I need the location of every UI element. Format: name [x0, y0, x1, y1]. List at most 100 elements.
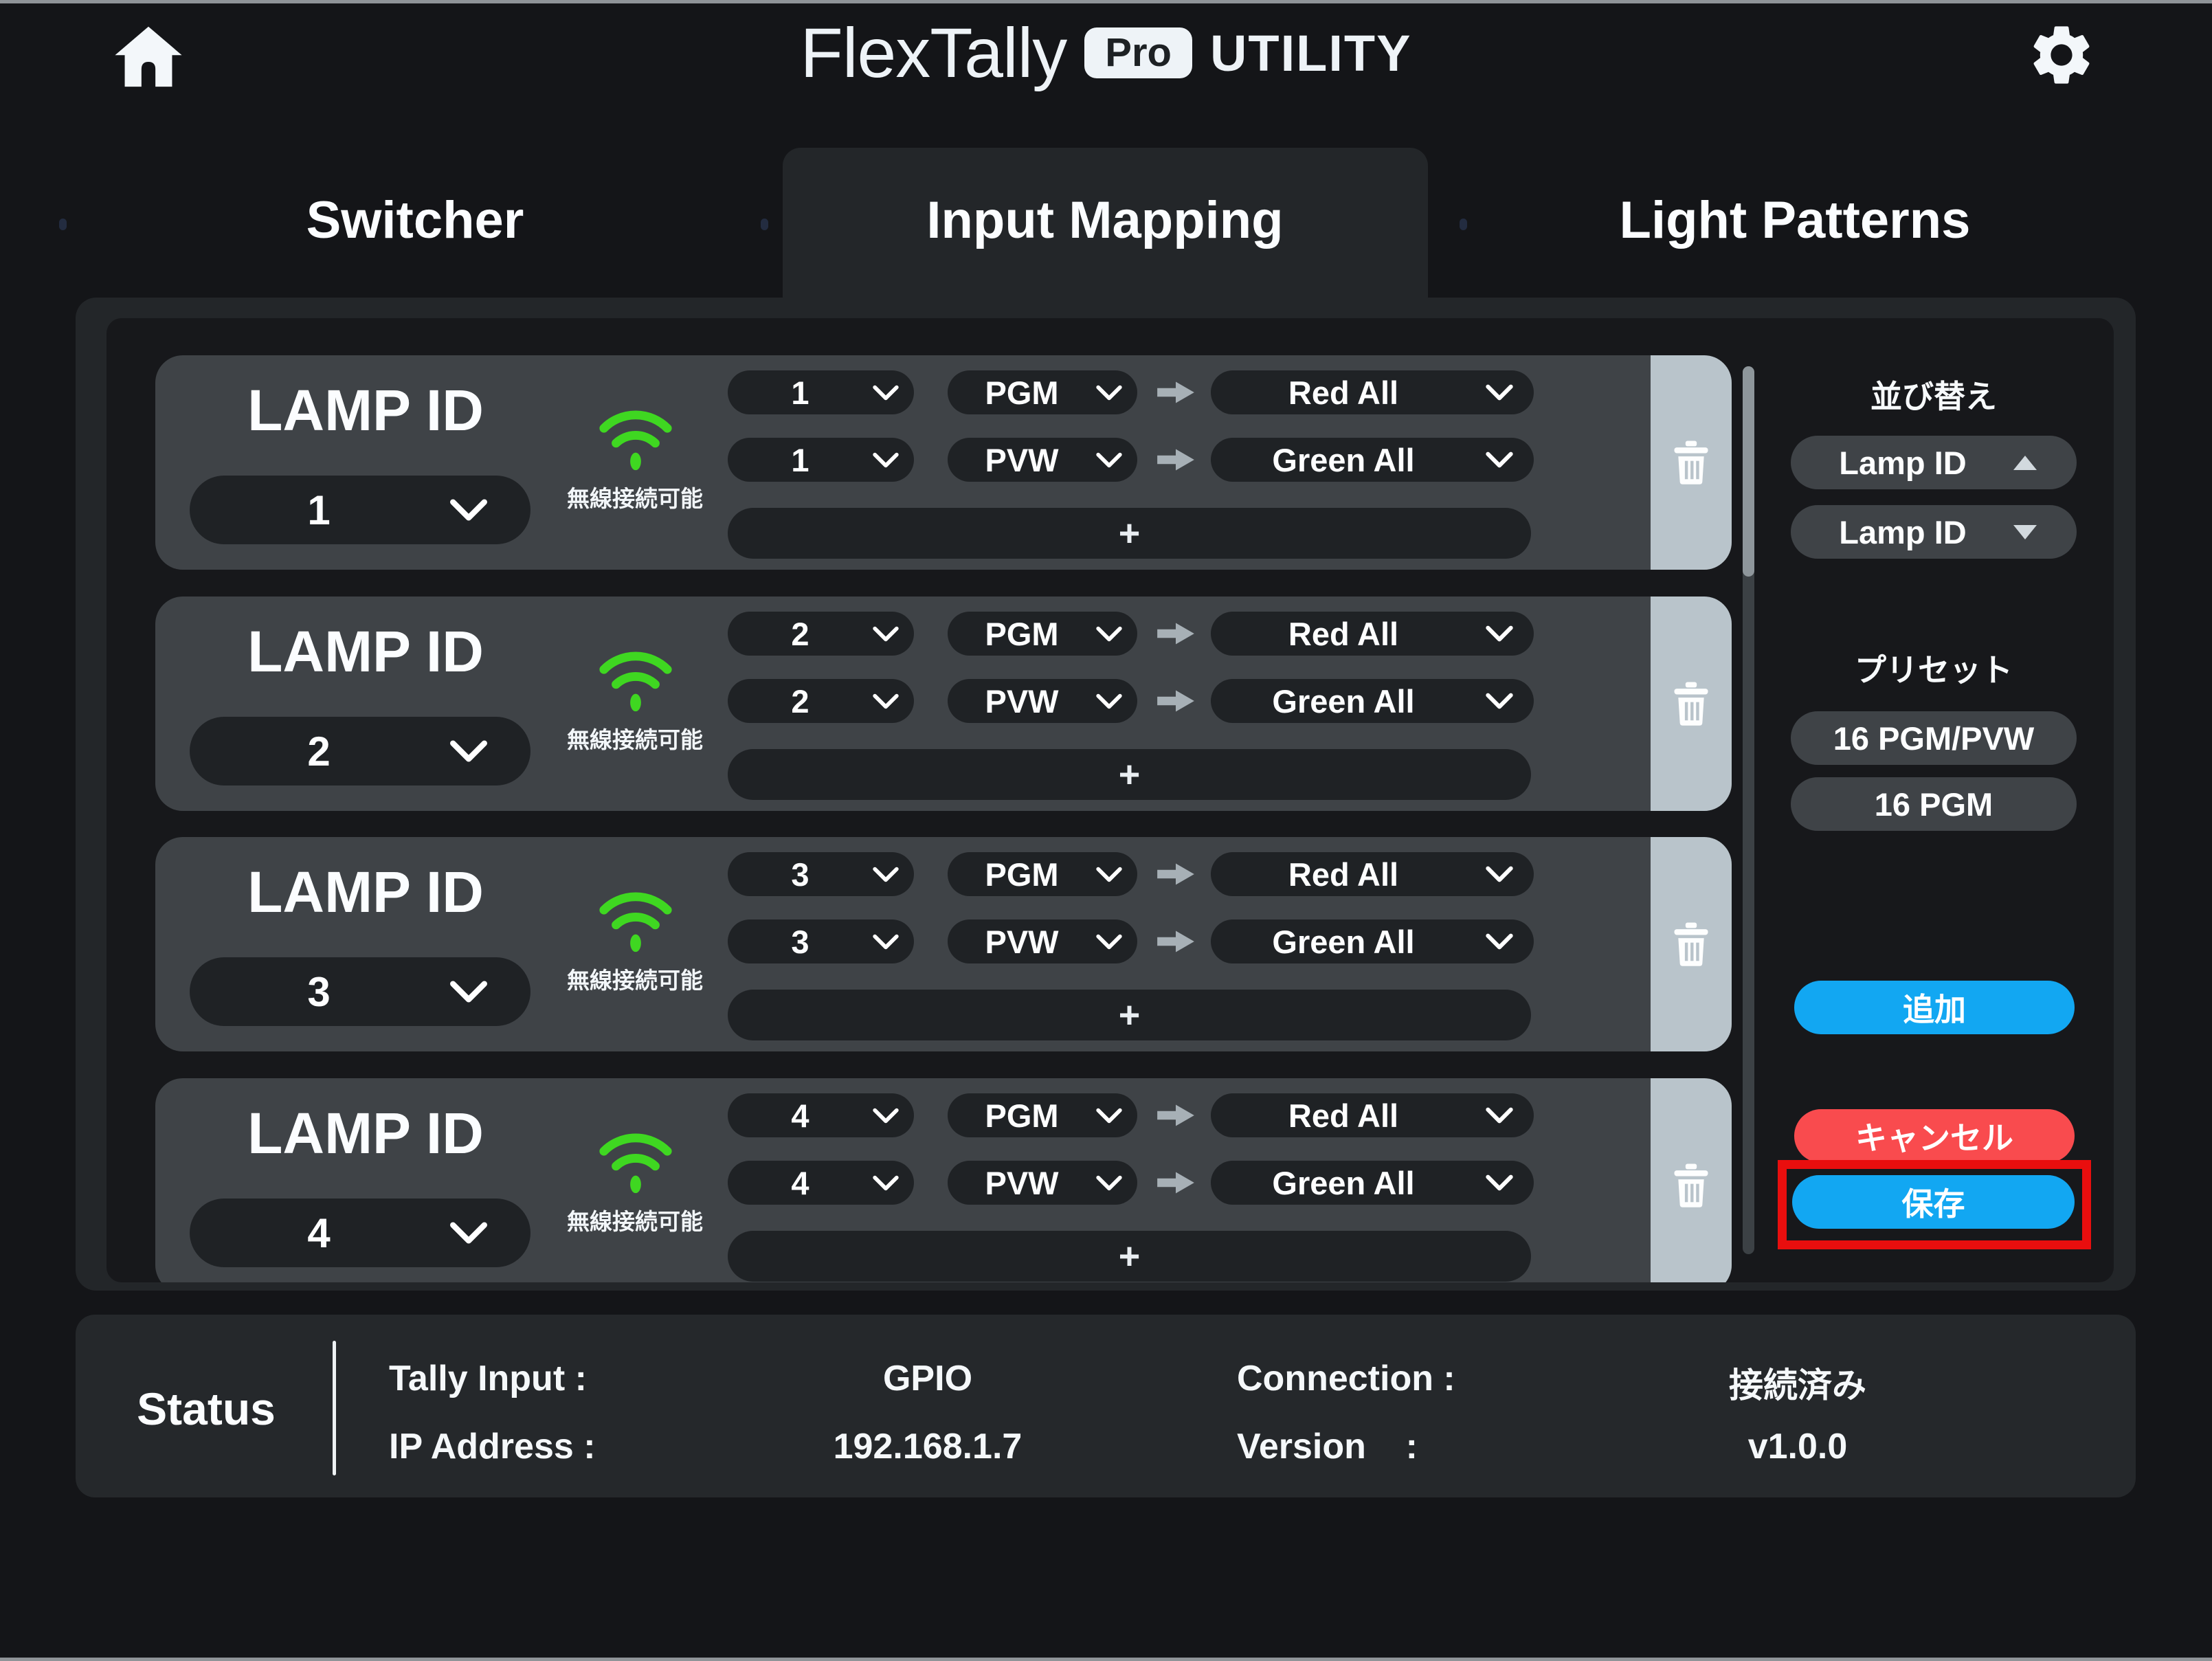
sort-lamp-id-asc-button[interactable]: Lamp ID — [1791, 436, 2077, 489]
add-mapping-button[interactable]: + — [728, 749, 1531, 800]
tab-input-mapping[interactable]: Input Mapping — [926, 190, 1284, 249]
bus-select[interactable]: PGM — [948, 852, 1137, 896]
scrollbar-track[interactable] — [1743, 366, 1754, 1254]
chevron-down-icon — [873, 385, 899, 400]
ip-address-label: IP Address : — [389, 1427, 596, 1467]
bus-select[interactable]: PGM — [948, 370, 1137, 414]
input-number-select[interactable]: 3 — [728, 919, 914, 963]
add-lamp-button[interactable]: 追加 — [1794, 981, 2075, 1034]
bus-select[interactable]: PVW — [948, 438, 1137, 482]
lamp-id-select[interactable]: 2 — [190, 717, 530, 785]
light-pattern-select[interactable]: Green All — [1211, 919, 1534, 963]
bus-select[interactable]: PVW — [948, 1161, 1137, 1205]
bus-select[interactable]: PVW — [948, 919, 1137, 963]
lamp-card: LAMP ID 無線接続可能 2 2 PGM — [155, 597, 1732, 811]
arrow-right-icon — [1157, 863, 1194, 885]
home-button[interactable] — [109, 18, 188, 95]
light-pattern-select[interactable]: Red All — [1211, 852, 1534, 896]
cancel-button[interactable]: キャンセル — [1794, 1109, 2075, 1163]
chevron-down-icon — [1486, 933, 1513, 950]
sort-desc-label: Lamp ID — [1839, 513, 1967, 550]
preset-heading: プリセット — [1855, 652, 2013, 688]
light-pattern-select[interactable]: Green All — [1211, 438, 1534, 482]
light-pattern-value: Red All — [1288, 856, 1399, 893]
lamp-rows: LAMP ID 無線接続可能 1 1 PGM — [107, 318, 2114, 1282]
input-number-value: 3 — [791, 856, 809, 893]
wireless-status-label: 無線接続可能 — [567, 968, 703, 993]
chevron-down-icon — [873, 452, 899, 467]
settings-button[interactable] — [2022, 16, 2101, 93]
bus-select[interactable]: PGM — [948, 612, 1137, 656]
bus-value: PVW — [985, 923, 1059, 960]
bus-value: PGM — [985, 374, 1059, 411]
arrow-right-icon — [1157, 1104, 1194, 1126]
delete-lamp-button[interactable] — [1651, 837, 1732, 1051]
input-number-select[interactable]: 4 — [728, 1093, 914, 1137]
input-number-select[interactable]: 3 — [728, 852, 914, 896]
status-title: Status — [137, 1383, 276, 1434]
lamp-id-select[interactable]: 4 — [190, 1199, 530, 1267]
triangle-up-icon — [2013, 455, 2037, 470]
delete-lamp-button[interactable] — [1651, 597, 1732, 811]
lamp-card: LAMP ID 無線接続可能 4 4 PGM — [155, 1078, 1732, 1282]
arrow-right-icon — [1157, 381, 1194, 403]
save-button-highlight — [1778, 1160, 2091, 1249]
input-number-select[interactable]: 2 — [728, 612, 914, 656]
sort-lamp-id-desc-button[interactable]: Lamp ID — [1791, 505, 2077, 559]
chevron-down-icon — [873, 1175, 899, 1190]
chevron-down-icon — [1486, 693, 1513, 709]
tab-light-patterns[interactable]: Light Patterns — [1619, 190, 1971, 249]
light-pattern-select[interactable]: Red All — [1211, 1093, 1534, 1137]
active-tab-background — [783, 148, 1428, 326]
light-pattern-select[interactable]: Green All — [1211, 679, 1534, 723]
light-pattern-value: Green All — [1272, 1164, 1415, 1201]
input-number-select[interactable]: 1 — [728, 438, 914, 482]
preset-16-pgm-pvw-button[interactable]: 16 PGM/PVW — [1791, 711, 2077, 765]
chevron-down-icon — [450, 499, 487, 521]
lamp-id-select[interactable]: 3 — [190, 957, 530, 1026]
lamp-id-select[interactable]: 1 — [190, 476, 530, 544]
wifi-signal-icon — [599, 892, 672, 952]
chevron-down-icon — [1096, 934, 1122, 949]
light-pattern-select[interactable]: Red All — [1211, 370, 1534, 414]
light-pattern-select[interactable]: Red All — [1211, 612, 1534, 656]
light-pattern-select[interactable]: Green All — [1211, 1161, 1534, 1205]
connection-label: Connection : — [1237, 1359, 1455, 1398]
chevron-down-icon — [1486, 384, 1513, 401]
input-number-value: 4 — [791, 1164, 809, 1201]
delete-lamp-button[interactable] — [1651, 1078, 1732, 1282]
ip-address-value: 192.168.1.7 — [833, 1427, 1023, 1467]
lamp-id-label: LAMP ID — [247, 377, 484, 443]
triangle-down-icon — [2013, 524, 2037, 539]
lamp-id-value: 2 — [307, 728, 331, 774]
chevron-down-icon — [873, 626, 899, 641]
input-number-value: 4 — [791, 1097, 809, 1134]
add-mapping-button[interactable]: + — [728, 1231, 1531, 1282]
chevron-down-icon — [873, 693, 899, 709]
chevron-down-icon — [1486, 452, 1513, 468]
chevron-down-icon — [1486, 625, 1513, 642]
bus-value: PGM — [985, 615, 1059, 652]
light-pattern-value: Green All — [1272, 441, 1415, 478]
wireless-status-label: 無線接続可能 — [567, 486, 703, 511]
add-mapping-button[interactable]: + — [728, 508, 1531, 559]
scrollbar-thumb[interactable] — [1743, 366, 1754, 577]
input-number-select[interactable]: 4 — [728, 1161, 914, 1205]
arrow-right-icon — [1157, 449, 1194, 471]
wireless-status-label: 無線接続可能 — [567, 727, 703, 753]
preset-16-pgm-button[interactable]: 16 PGM — [1791, 777, 2077, 831]
save-button[interactable]: 保存 — [1792, 1175, 2075, 1229]
chevron-down-icon — [873, 867, 899, 882]
arrow-right-icon — [1157, 690, 1194, 712]
bus-select[interactable]: PVW — [948, 679, 1137, 723]
delete-lamp-button[interactable] — [1651, 355, 1732, 570]
tab-bullet — [761, 219, 768, 230]
input-number-select[interactable]: 1 — [728, 370, 914, 414]
add-mapping-label: + — [1118, 754, 1141, 795]
bus-select[interactable]: PGM — [948, 1093, 1137, 1137]
lamp-card: LAMP ID 無線接続可能 3 3 PGM — [155, 837, 1732, 1051]
tab-switcher[interactable]: Switcher — [306, 190, 524, 249]
input-number-select[interactable]: 2 — [728, 679, 914, 723]
add-mapping-button[interactable]: + — [728, 990, 1531, 1040]
